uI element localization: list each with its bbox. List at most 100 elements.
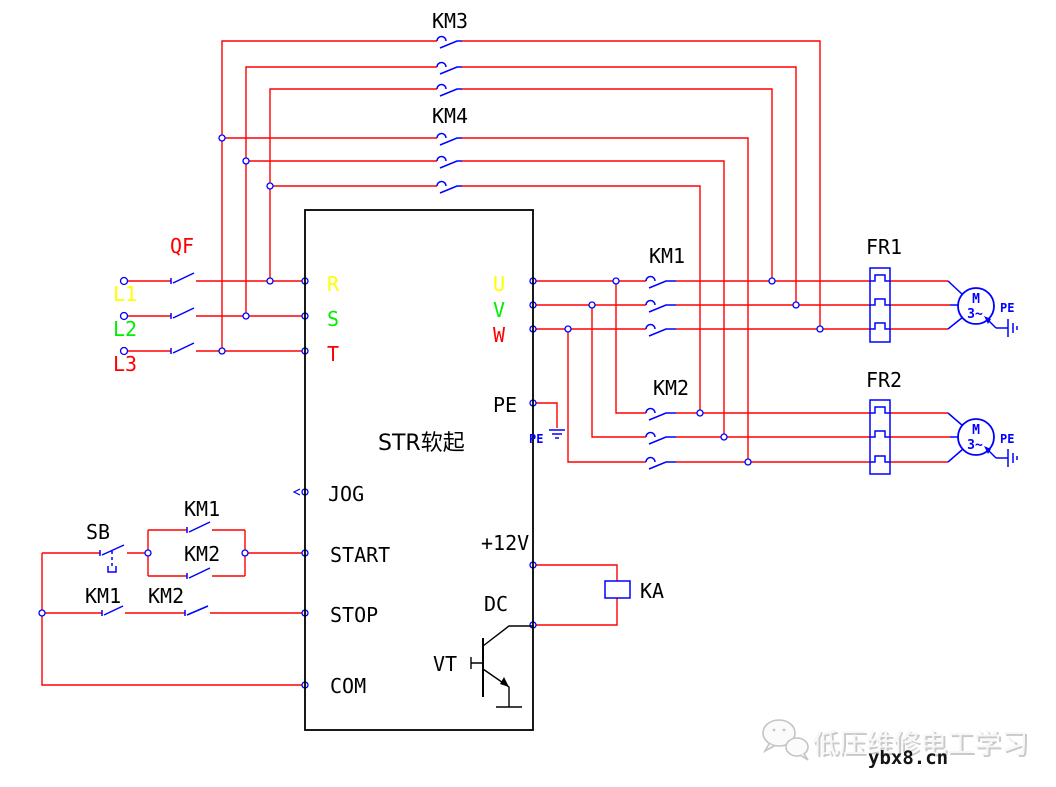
terminal-label-pe: PE <box>493 393 517 417</box>
label-km3: KM3 <box>432 9 468 33</box>
junction-node <box>588 301 596 309</box>
motor1-pe-arrowhead <box>984 316 991 324</box>
label-l1: L1 <box>113 282 137 306</box>
km1-contacts <box>645 275 676 337</box>
bypass-wires <box>221 40 821 462</box>
terminal-label-u: U <box>493 272 505 296</box>
motor1-letter: M <box>972 292 980 307</box>
junction-node <box>242 157 250 165</box>
junction-node <box>612 277 620 285</box>
label-km1-power: KM1 <box>649 244 685 268</box>
junction-node <box>218 347 226 355</box>
watermark-site: ybx8.cn <box>868 747 948 769</box>
junction-node <box>744 458 752 466</box>
sb-pushbutton-cap <box>107 566 117 573</box>
km1-aux-contact <box>186 521 211 533</box>
output-wires <box>533 280 950 463</box>
km3-contacts <box>436 35 462 97</box>
labels-group: KM3 KM4 QF L1 L2 L3 R S T U V W PE STR软起… <box>85 9 1014 698</box>
mains-input-wires <box>124 280 305 352</box>
fr2-overload-elements <box>870 406 890 463</box>
ka-relay-coil <box>604 580 631 599</box>
vt-emitter-arrowhead <box>500 677 509 687</box>
watermark-text: 低压维修电工学习 <box>812 729 1028 760</box>
junction-node <box>696 409 704 417</box>
motor2-pe-arrowhead <box>984 446 991 454</box>
km4-contacts <box>436 132 462 194</box>
soft-starter-box <box>304 209 534 731</box>
motor2-phase: 3~ <box>967 438 983 453</box>
motor2-pe-ground <box>986 448 1018 467</box>
label-qf: QF <box>170 234 194 258</box>
starter-pe-ground <box>549 429 565 439</box>
junction-node <box>768 277 776 285</box>
label-l2: L2 <box>113 317 137 341</box>
device-title: STR软起 <box>378 431 465 456</box>
terminal-label-t: T <box>327 342 339 366</box>
label-km2-aux: KM2 <box>184 542 220 566</box>
terminal-label-r: R <box>327 272 340 296</box>
terminal-label-dc: DC <box>484 592 508 616</box>
junction-node <box>218 134 226 142</box>
motor2-letter: M <box>972 423 980 438</box>
terminal-label-12v: +12V <box>481 531 529 555</box>
motor2-leads <box>947 412 964 463</box>
motor1-leads <box>947 280 964 330</box>
motor1-pe-ground <box>986 318 1018 337</box>
starter-box-group <box>304 209 534 731</box>
terminal-label-start: START <box>330 543 390 567</box>
label-fr2: FR2 <box>866 368 902 392</box>
motor2-body <box>957 418 995 456</box>
pe-and-ka-wires <box>533 402 618 626</box>
junction-node <box>266 182 274 190</box>
terminal-label-s: S <box>327 307 339 331</box>
junction-node <box>564 325 572 333</box>
label-l3: L3 <box>113 352 137 376</box>
junction-node <box>242 312 250 320</box>
label-sb: SB <box>86 520 110 544</box>
fr1-overload-elements <box>870 274 890 330</box>
label-vt: VT <box>433 652 457 676</box>
jog-terminal-tick <box>292 488 301 496</box>
supply-end-l2 <box>119 311 129 321</box>
junction-node <box>38 609 46 617</box>
terminal-label-jog: JOG <box>328 482 364 506</box>
qf-breaker-contacts <box>170 272 195 354</box>
junction-node <box>720 433 728 441</box>
junction-node <box>241 549 249 557</box>
junction-node <box>816 325 824 333</box>
vt-transistor-leads <box>470 625 533 708</box>
terminal-label-w: W <box>493 323 506 347</box>
junction-node <box>792 301 800 309</box>
km2-contacts <box>645 407 676 470</box>
sb-pushbutton <box>99 544 125 556</box>
terminal-label-v: V <box>493 298 505 322</box>
km2-stop-contact <box>184 605 209 616</box>
watermark: 低压维修电工学习 低压维修电工学习 ybx8.cn <box>762 719 1030 769</box>
km2-aux-contact <box>186 567 211 579</box>
label-km2-power: KM2 <box>653 376 689 400</box>
supply-end-l3 <box>119 346 129 356</box>
label-km4: KM4 <box>432 104 468 128</box>
symbols-blue <box>99 35 1018 616</box>
starter-pe-label: PE <box>529 432 543 446</box>
supply-end-l1 <box>119 276 129 286</box>
label-km1-stop: KM1 <box>85 584 121 608</box>
motor1-body <box>957 287 995 325</box>
junction-node <box>144 549 152 557</box>
junction-node <box>266 277 274 285</box>
motor2-pe-label: PE <box>1000 432 1014 446</box>
watermark-text-shadow: 低压维修电工学习 <box>814 731 1030 762</box>
wechat-icon <box>762 719 809 761</box>
label-ka: KA <box>640 579 664 603</box>
wiring-red <box>41 40 950 686</box>
label-km2-stop: KM2 <box>148 584 184 608</box>
terminal-label-com: COM <box>330 674 366 698</box>
motor1-phase: 3~ <box>967 307 983 322</box>
label-km1-aux: KM1 <box>184 497 220 521</box>
km1-stop-contact <box>101 605 124 616</box>
label-fr1: FR1 <box>866 235 902 259</box>
motor1-pe-label: PE <box>1000 301 1014 315</box>
